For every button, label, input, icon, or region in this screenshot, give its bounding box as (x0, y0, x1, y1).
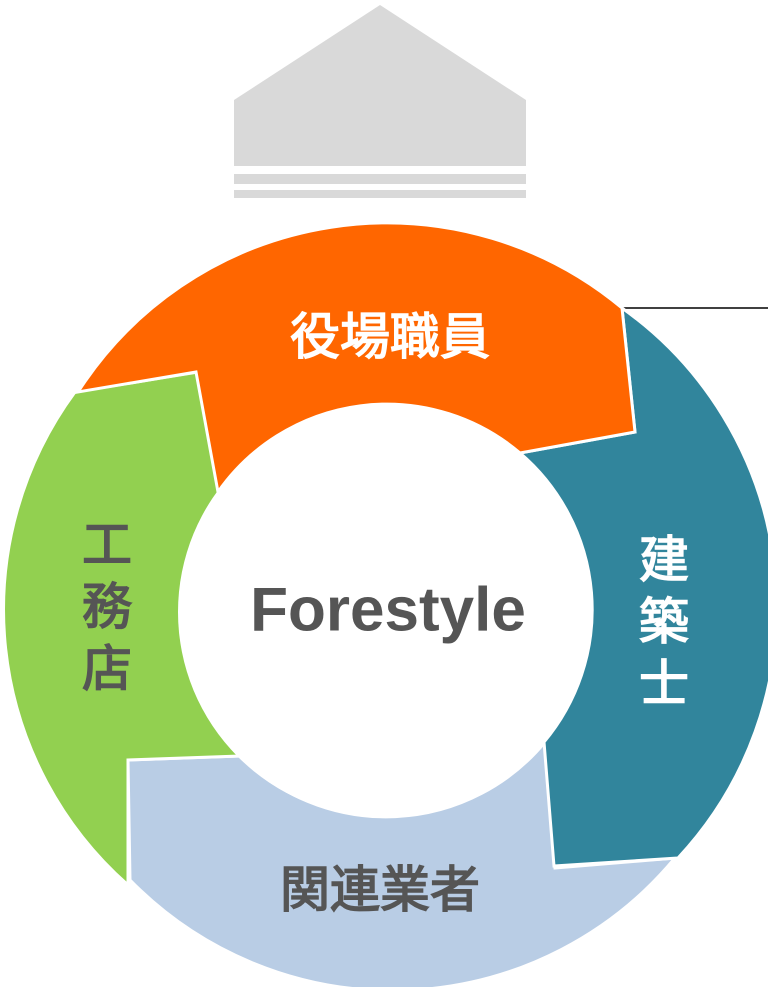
segment-left-label: 工務店 (82, 517, 133, 697)
segment-right-label-char: 築 (639, 594, 690, 650)
center-circle (178, 407, 588, 817)
segment-right-label-char: 士 (639, 656, 689, 712)
segment-bottom-label: 関連業者 (280, 862, 480, 918)
segment-top-label: 役場職員 (290, 309, 490, 365)
house-icon (234, 5, 526, 198)
segment-top (74, 221, 637, 496)
segment-left-label-char: 店 (82, 641, 132, 697)
segment-right-label: 建築士 (639, 532, 690, 712)
segment-left-label-char: 務 (82, 579, 133, 635)
segment-right-label-char: 建 (639, 532, 689, 588)
segment-right (516, 304, 768, 868)
segment-left-label-char: 工 (82, 517, 132, 573)
center-label: Forestyle (250, 576, 526, 645)
